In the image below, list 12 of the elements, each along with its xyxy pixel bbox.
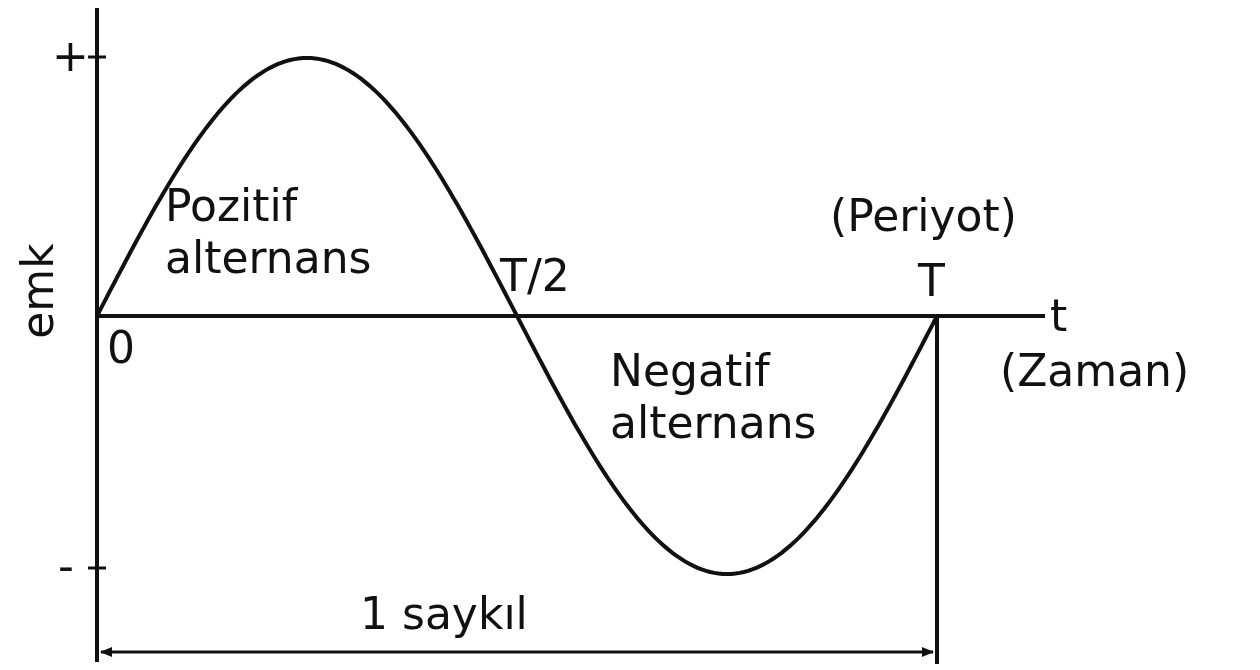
dimension-label: 1 saykıl <box>360 588 528 640</box>
annotation-label: (Periyot) <box>830 190 1017 242</box>
axis-label: emk <box>11 243 64 339</box>
annotation-label: (Zaman) <box>1000 345 1190 397</box>
axis-sign: + <box>52 30 89 82</box>
axis-label: t <box>1050 290 1068 342</box>
tick-label: T <box>918 255 945 307</box>
tick-label: 0 <box>107 322 135 374</box>
axis-sign: - <box>58 540 74 592</box>
region-label: Negatif alternans <box>610 345 818 449</box>
region-label: Pozitif alternans <box>165 180 373 284</box>
tick-label: T/2 <box>500 250 570 302</box>
